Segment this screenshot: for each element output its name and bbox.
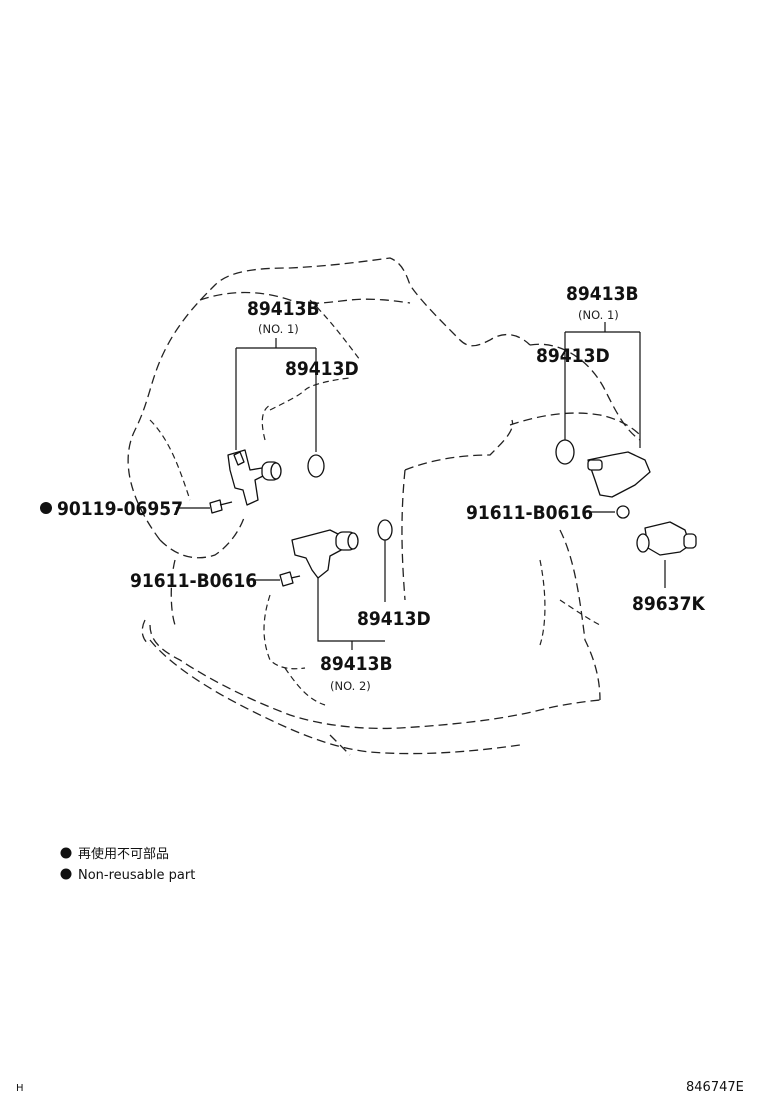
part-sub-no1-left: (NO. 1) — [258, 322, 299, 336]
part-number-91611-b0616-right: 91611-B0616 — [466, 502, 593, 524]
o-ring-left — [307, 454, 325, 478]
sensor-no1-right — [587, 451, 651, 498]
legend-text-jp: 再使用不可部品 — [78, 846, 169, 862]
non-reusable-marker — [40, 502, 52, 514]
part-number-90119-06957: 90119-06957 — [57, 498, 183, 520]
bolt-left-lower — [279, 571, 301, 587]
sensor-89637k — [636, 521, 697, 556]
legend-marker-jp — [60, 847, 72, 859]
part-number-89413b-left: 89413B — [247, 298, 320, 320]
o-ring-lower — [377, 519, 393, 541]
part-number-89413d-lower: 89413D — [357, 608, 431, 630]
part-number-89413b-right: 89413B — [566, 283, 639, 305]
diagram-id: 846747E — [686, 1080, 744, 1095]
bolt-right — [616, 505, 630, 519]
part-number-89413d-right: 89413D — [536, 345, 610, 367]
part-number-89413d-left: 89413D — [285, 358, 359, 380]
part-number-89637k: 89637K — [632, 593, 705, 615]
part-sub-no1-right: (NO. 1) — [578, 308, 619, 322]
legend-text-en: Non-reusable part — [78, 868, 195, 883]
part-sub-no2: (NO. 2) — [330, 679, 371, 693]
part-number-91611-b0616-left: 91611-B0616 — [130, 570, 257, 592]
legend-marker-en — [60, 868, 72, 880]
engine-outline — [127, 257, 641, 756]
footer-left-mark: H — [16, 1083, 24, 1094]
bolt-left-upper — [209, 499, 233, 514]
o-ring-right — [555, 439, 575, 465]
leader-lines — [176, 322, 666, 650]
legend: 再使用不可部品 Non-reusable part — [60, 846, 195, 883]
sensor-no1-left — [227, 449, 282, 506]
sensor-no2 — [291, 529, 359, 579]
part-number-89413b-no2: 89413B — [320, 653, 393, 675]
